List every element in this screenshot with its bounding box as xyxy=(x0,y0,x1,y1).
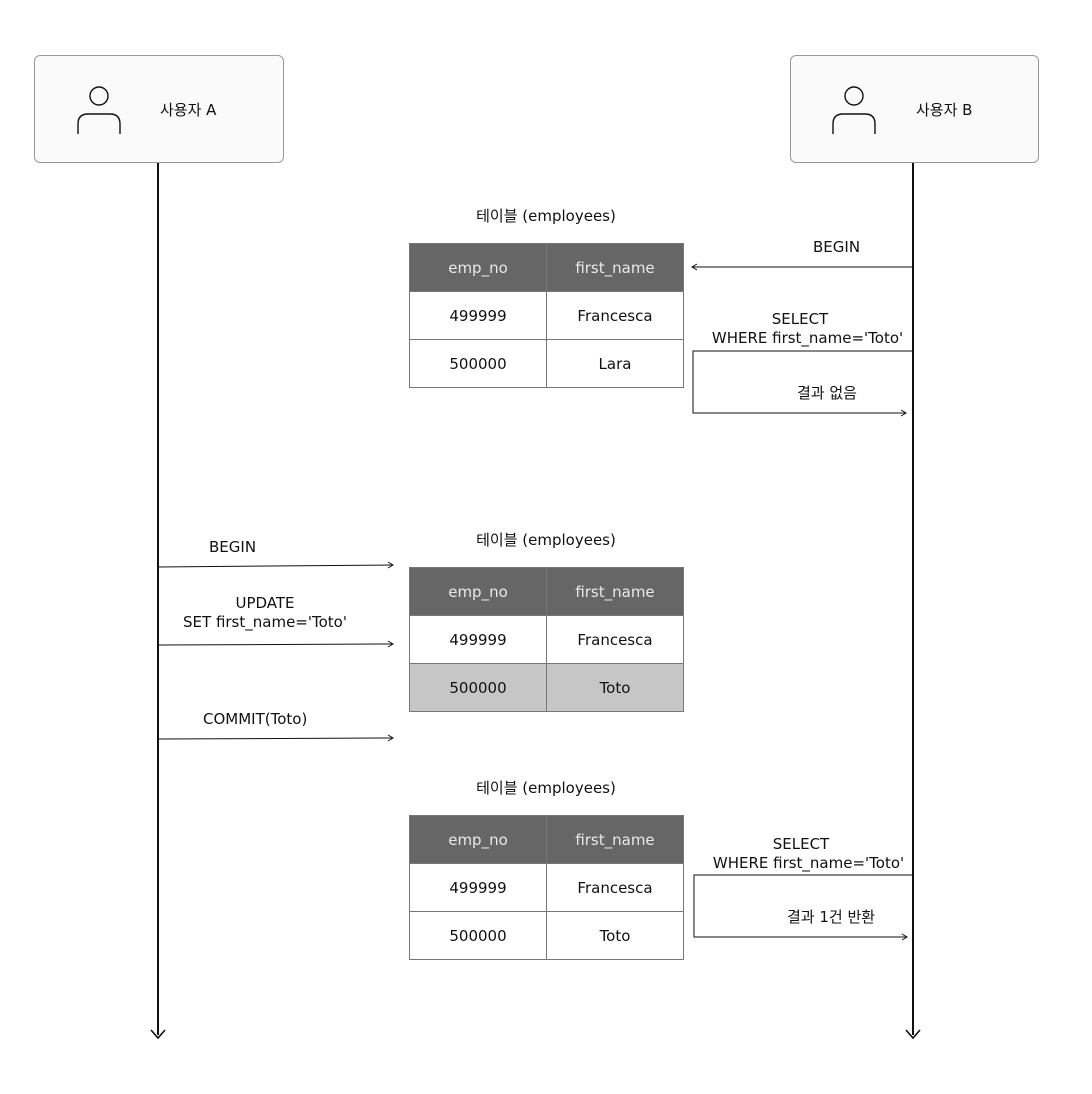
cell-first-name: Toto xyxy=(546,911,684,960)
table-row: 500000 Lara xyxy=(409,339,684,388)
arrow-b-select-1 xyxy=(692,350,912,414)
header-emp-no: emp_no xyxy=(409,567,547,616)
msg-b-select-1-line2: WHERE first_name='Toto' xyxy=(711,329,904,347)
table-3: emp_no first_name 499999 Francesca 50000… xyxy=(409,815,684,960)
table-header-row: emp_no first_name xyxy=(409,243,684,292)
actor-a-box: 사용자 A xyxy=(34,55,284,163)
msg-a-commit: COMMIT(Toto) xyxy=(203,710,308,728)
cell-first-name: Francesca xyxy=(546,863,684,912)
table-row: 500000 Toto xyxy=(409,911,684,960)
table-2: emp_no first_name 499999 Francesca 50000… xyxy=(409,567,684,712)
cell-first-name: Lara xyxy=(546,339,684,388)
table-1-caption: 테이블 (employees) xyxy=(476,207,616,225)
lifeline-b-arrowhead xyxy=(905,1029,921,1040)
arrow-b-select-2 xyxy=(693,874,912,938)
cell-first-name: Francesca xyxy=(546,615,684,664)
table-row: 499999 Francesca xyxy=(409,615,684,664)
cell-emp-no: 499999 xyxy=(409,863,547,912)
cell-emp-no: 500000 xyxy=(409,339,547,388)
msg-b-select-1-line1: SELECT xyxy=(771,310,829,328)
cell-emp-no: 500000 xyxy=(409,911,547,960)
msg-b-select-2-line1: SELECT xyxy=(772,835,830,853)
cell-first-name: Toto xyxy=(546,663,684,712)
msg-a-update-line1: UPDATE xyxy=(235,594,295,612)
cell-first-name: Francesca xyxy=(546,291,684,340)
table-3-caption: 테이블 (employees) xyxy=(476,779,616,797)
cell-emp-no: 499999 xyxy=(409,291,547,340)
header-first-name: first_name xyxy=(546,815,684,864)
user-icon xyxy=(832,86,876,134)
cell-emp-no: 500000 xyxy=(409,663,547,712)
table-header-row: emp_no first_name xyxy=(409,567,684,616)
actor-b-box: 사용자 B xyxy=(790,55,1039,163)
arrow-a-begin xyxy=(157,564,393,568)
table-header-row: emp_no first_name xyxy=(409,815,684,864)
header-first-name: first_name xyxy=(546,567,684,616)
msg-b-result-1: 결과 없음 xyxy=(797,384,857,402)
cell-emp-no: 499999 xyxy=(409,615,547,664)
lifeline-b xyxy=(912,163,914,1035)
header-first-name: first_name xyxy=(546,243,684,292)
header-emp-no: emp_no xyxy=(409,243,547,292)
table-row: 499999 Francesca xyxy=(409,291,684,340)
arrow-a-commit xyxy=(157,737,393,740)
msg-a-update-line2: SET first_name='Toto' xyxy=(183,613,347,631)
msg-b-begin: BEGIN xyxy=(813,238,861,256)
header-emp-no: emp_no xyxy=(409,815,547,864)
lifeline-a xyxy=(157,163,159,1035)
arrow-a-update xyxy=(157,643,393,646)
table-2-caption: 테이블 (employees) xyxy=(476,531,616,549)
msg-b-result-2: 결과 1건 반환 xyxy=(787,908,876,926)
actor-b-label: 사용자 B xyxy=(916,101,973,119)
msg-b-select-2-line2: WHERE first_name='Toto' xyxy=(712,854,905,872)
table-row: 499999 Francesca xyxy=(409,863,684,912)
msg-a-begin: BEGIN xyxy=(209,538,257,556)
user-icon xyxy=(77,86,121,134)
actor-a-label: 사용자 A xyxy=(160,101,217,119)
lifeline-a-arrowhead xyxy=(150,1029,166,1040)
table-1: emp_no first_name 499999 Francesca 50000… xyxy=(409,243,684,388)
table-row-highlighted: 500000 Toto xyxy=(409,663,684,712)
